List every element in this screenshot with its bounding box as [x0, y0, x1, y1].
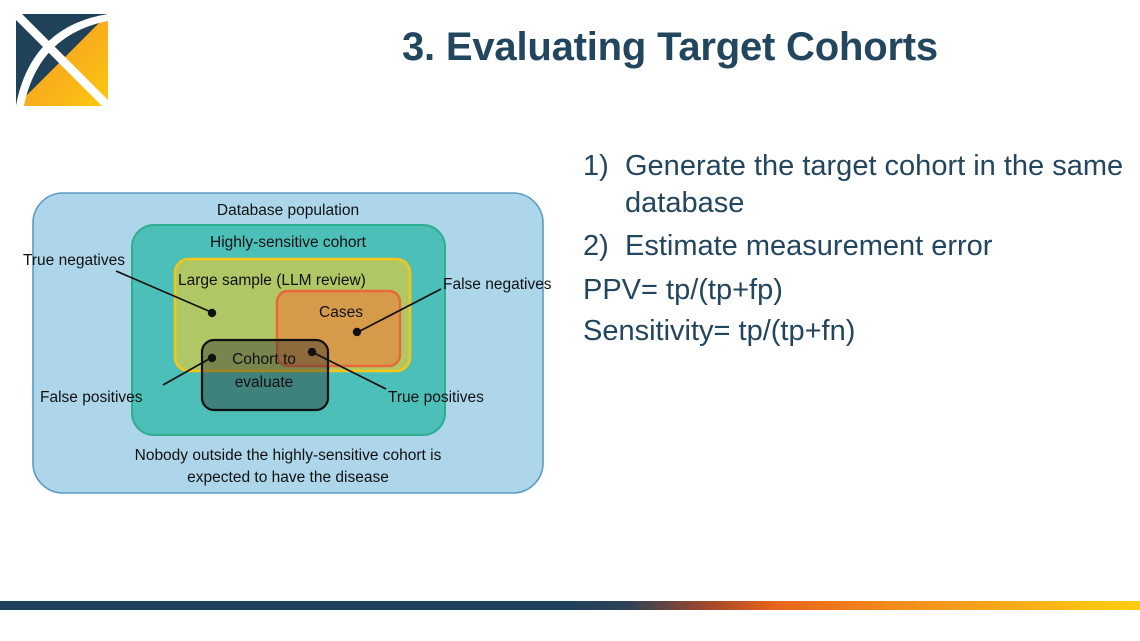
region-cohort-to-evaluate: [200, 338, 330, 412]
leader-dot-false-negatives: [352, 327, 362, 337]
leader-line-false-positives: [162, 358, 210, 386]
label-database-population: Database population: [217, 202, 359, 219]
leader-dot-true-negatives: [207, 308, 217, 318]
footer-gradient-bar: [0, 601, 1140, 610]
step-2-text: Estimate measurement error: [625, 230, 993, 263]
step-1-text: Generate the target cohort in the same d…: [625, 150, 1124, 220]
label-large-sample: Large sample (LLM review): [178, 272, 366, 289]
label-cohort-to-evaluate-line2: evaluate: [235, 374, 294, 391]
page-title: 3. Evaluating Target Cohorts: [402, 25, 938, 69]
label-highly-sensitive-cohort: Highly-sensitive cohort: [210, 234, 367, 251]
list-item-step-2: 2) Estimate measurement error: [583, 228, 1128, 265]
leader-dot-true-positives: [307, 347, 317, 357]
diagram-footnote-line2: expected to have the disease: [187, 469, 389, 486]
ohdsi-logo: [8, 8, 116, 108]
callout-false-positives: False positives: [40, 389, 143, 406]
steps-panel: 1) Generate the target cohort in the sam…: [583, 148, 1128, 351]
callout-true-negatives: True negatives: [23, 252, 125, 269]
leader-line-true-negatives: [115, 270, 212, 313]
label-cohort-to-evaluate-line1: Cohort to: [232, 351, 296, 368]
leader-dot-false-positives: [207, 353, 217, 363]
step-1-number: 1): [583, 150, 609, 182]
leader-line-false-negatives: [359, 288, 442, 332]
leader-line-true-positives: [313, 352, 387, 390]
formula-ppv: PPV= tp/(tp+fp): [583, 274, 783, 307]
label-cases: Cases: [319, 304, 363, 321]
list-item-step-1: 1) Generate the target cohort in the sam…: [583, 148, 1128, 222]
diagram-footnote-line1: Nobody outside the highly-sensitive coho…: [135, 447, 442, 464]
callout-false-negatives: False negatives: [443, 276, 552, 293]
callout-true-positives: True positives: [388, 389, 484, 406]
cohort-evaluation-venn-diagram: Database population Highly-sensitive coh…: [0, 0, 600, 560]
step-2-number: 2): [583, 230, 609, 263]
formula-sensitivity: Sensitivity= tp/(tp+fn): [583, 315, 856, 348]
